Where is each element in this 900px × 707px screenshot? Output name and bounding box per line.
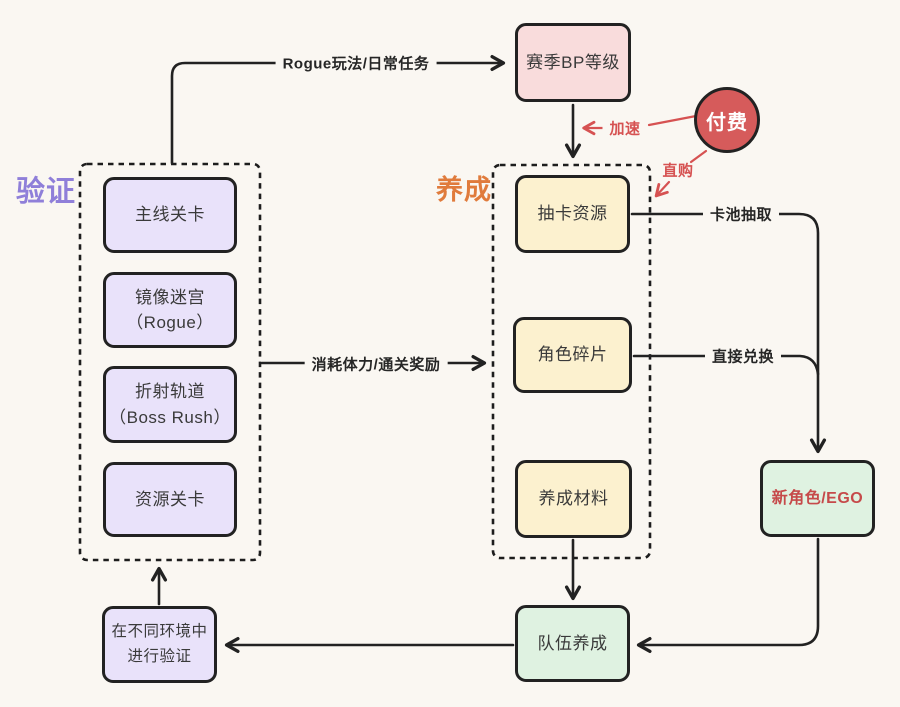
boss-rush-box: 折射轨道 （Boss Rush） bbox=[103, 366, 237, 443]
arrow-directbuy bbox=[654, 180, 671, 198]
main-stage-label: 主线关卡 bbox=[135, 205, 205, 225]
validate-env-label-line1: 在不同环境中 bbox=[111, 622, 208, 640]
mirror-maze-label-line1: 镜像迷宫 bbox=[135, 287, 205, 307]
validation-group-label: 验证 bbox=[16, 176, 77, 208]
arrow-newchar-to-team bbox=[636, 537, 820, 654]
new-character-box: 新角色/EGO bbox=[760, 460, 875, 537]
validate-env-label-line2: 进行验证 bbox=[127, 647, 192, 665]
growth-group-label: 养成 bbox=[436, 175, 492, 205]
growth-group-frame bbox=[491, 163, 652, 560]
edge-label-direct-buy: 直购 bbox=[662, 162, 694, 180]
arrow-rogue-daily bbox=[170, 54, 506, 165]
growth-materials-box: 养成材料 bbox=[515, 460, 632, 538]
resource-stage-label: 资源关卡 bbox=[135, 489, 205, 509]
mirror-maze-box: 镜像迷宫 （Rogue） bbox=[103, 272, 237, 348]
line-direct-exchange bbox=[632, 354, 820, 376]
line-pay-to-directbuy bbox=[689, 149, 708, 164]
boss-rush-label-line1: 折射轨道 bbox=[135, 382, 205, 401]
main-stage-box: 主线关卡 bbox=[103, 177, 237, 253]
edge-label-rogue-daily: Rogue玩法/日常任务 bbox=[275, 52, 437, 74]
pay-label: 付费 bbox=[706, 111, 748, 134]
arrow-gacha-pull bbox=[630, 212, 827, 454]
char-shards-box: 角色碎片 bbox=[513, 317, 632, 393]
edge-label-gacha-pull: 卡池抽取 bbox=[702, 203, 780, 225]
gacha-resource-label: 抽卡资源 bbox=[537, 204, 608, 224]
team-building-label: 队伍养成 bbox=[537, 633, 608, 653]
gacha-resource-box: 抽卡资源 bbox=[515, 175, 630, 253]
mirror-maze-label-line2: （Rogue） bbox=[126, 313, 214, 332]
edge-label-accelerate: 加速 bbox=[602, 117, 648, 139]
resource-stage-box: 资源关卡 bbox=[103, 462, 237, 537]
validate-env-box: 在不同环境中 进行验证 bbox=[102, 606, 217, 683]
edge-label-direct-exchange: 直接兑换 bbox=[704, 345, 782, 367]
edge-label-stamina-rewards: 消耗体力/通关奖励 bbox=[304, 353, 448, 375]
bp-level-box: 赛季BP等级 bbox=[515, 23, 631, 102]
team-building-box: 队伍养成 bbox=[515, 605, 630, 682]
line-pay-to-accelerate bbox=[647, 114, 698, 127]
growth-materials-label: 养成材料 bbox=[538, 489, 609, 509]
bp-level-label: 赛季BP等级 bbox=[526, 52, 620, 72]
new-character-label: 新角色/EGO bbox=[771, 489, 864, 507]
validation-group-frame bbox=[78, 162, 262, 562]
char-shards-label: 角色碎片 bbox=[537, 345, 608, 365]
boss-rush-label-line2: （Boss Rush） bbox=[109, 407, 231, 427]
pay-circle: 付费 bbox=[694, 87, 760, 153]
